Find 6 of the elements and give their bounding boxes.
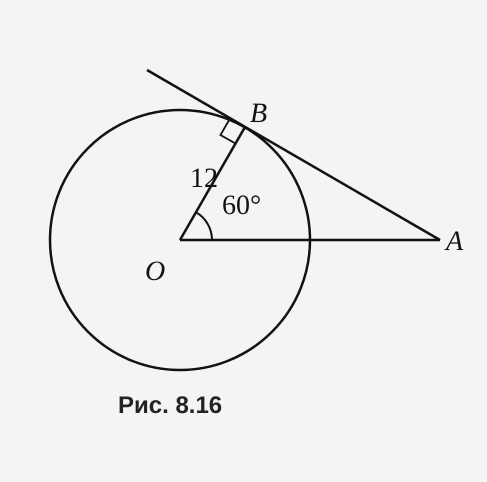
length-label: 12 — [190, 165, 218, 193]
point-label: A — [446, 228, 464, 256]
point-label: B — [250, 100, 268, 128]
figure-caption: Рис. 8.16 — [118, 392, 222, 420]
angle-label: 60° — [222, 192, 262, 220]
point-label: O — [145, 258, 166, 286]
